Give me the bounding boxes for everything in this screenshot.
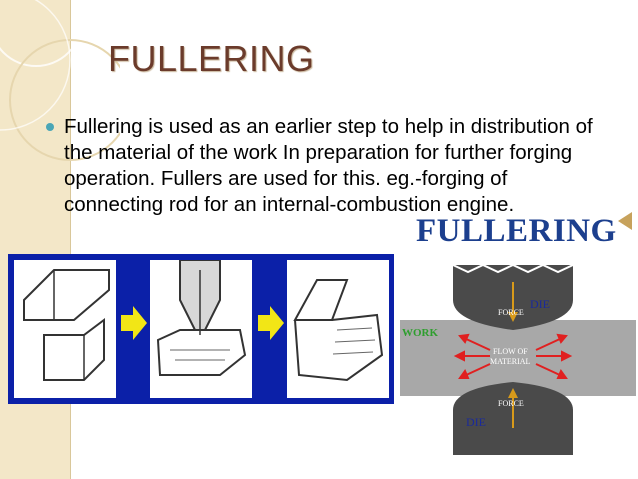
- step-1-sketch: [23, 269, 110, 381]
- bullet-text: Fullering is used as an earlier step to …: [64, 115, 593, 216]
- step-arrow-icon: [258, 306, 284, 340]
- slide-title: FULLERING: [108, 38, 315, 79]
- fullering-process-illustration: [8, 254, 394, 404]
- flow-label-line-2: MATERIAL: [490, 357, 531, 366]
- bullet-icon: [46, 123, 54, 131]
- step-arrow-icon: [121, 306, 147, 340]
- step-1-panel: [14, 260, 116, 398]
- work-label: WORK: [402, 327, 439, 339]
- side-band-divider: [70, 0, 71, 479]
- diagram-title: FULLERING: [416, 213, 617, 249]
- die-bottom-label: DIE: [466, 415, 486, 429]
- die-top-label: DIE: [530, 297, 550, 311]
- step-2-panel: [150, 259, 252, 398]
- force-top-label: FORCE: [498, 308, 524, 317]
- next-slide-arrow-icon[interactable]: [618, 212, 632, 230]
- step-2-sketch: [156, 259, 247, 376]
- step-3-panel: [287, 260, 389, 398]
- fullering-die-diagram: DIE FORCE WORK FLOW OF MATERIAL FORCE DI…: [398, 260, 638, 460]
- step-3-sketch: [293, 279, 384, 382]
- decorative-circles: [0, 0, 120, 161]
- force-bottom-label: FORCE: [498, 399, 524, 408]
- flow-label-line-1: FLOW OF: [493, 347, 528, 356]
